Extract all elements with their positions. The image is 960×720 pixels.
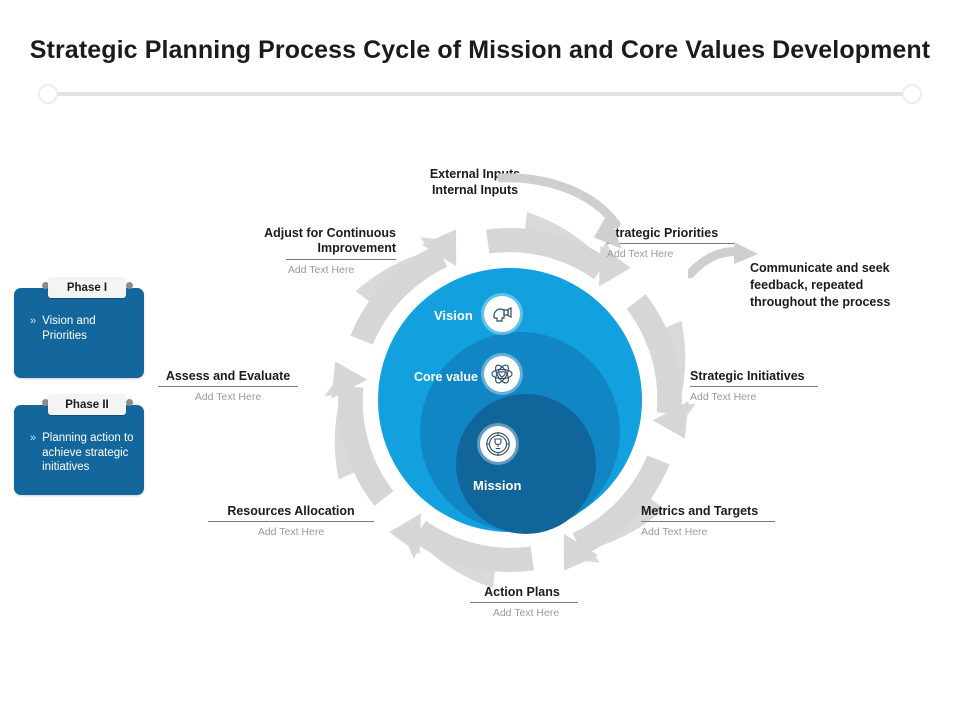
callout-rule [607, 243, 735, 244]
callout-title: Strategic Initiatives [690, 369, 805, 383]
callout-title: Adjust for Continuous Improvement [264, 226, 396, 255]
annotation-inputs-line-2: Internal Inputs [431, 183, 519, 197]
phase-card-2[interactable]: Phase II » Planning action to achieve st… [14, 394, 144, 495]
trophy-target-icon [480, 426, 516, 462]
phase-1-body: » Vision and Priorities [30, 314, 134, 343]
callout-subtext: Add Text Here [607, 248, 674, 260]
divider-dot-left [38, 84, 58, 104]
phase-2-text: Planning action to achieve strategic ini… [42, 432, 134, 473]
callout-resources-allocation[interactable]: Resources Allocation Add Text Here [208, 504, 374, 538]
callout-action-plans[interactable]: Action Plans Add Text Here [466, 585, 578, 619]
bullet-icon: » [30, 432, 37, 444]
inputs-curved-arrow-icon [498, 173, 622, 249]
callout-rule [690, 386, 818, 387]
pin-icon [126, 399, 133, 406]
callout-subtext: Add Text Here [641, 526, 708, 538]
callout-title: Resources Allocation [227, 504, 355, 518]
page-title: Strategic Planning Process Cycle of Miss… [29, 36, 931, 64]
callout-subtext: Add Text Here [257, 526, 325, 538]
callout-rule [641, 521, 775, 522]
mission-circle [456, 394, 596, 534]
callout-title: Assess and Evaluate [165, 369, 291, 383]
callout-assess-and-evaluate[interactable]: Assess and Evaluate Add Text Here [158, 369, 298, 403]
callout-title: Strategic Priorities [607, 226, 719, 240]
callout-subtext: Add Text Here [690, 391, 757, 403]
callout-subtext: Add Text Here [287, 264, 355, 276]
divider-dot-right [902, 84, 922, 104]
callout-rule [470, 602, 578, 603]
vision-label: Vision [434, 308, 473, 323]
phase-1-tab-label: Phase I [48, 277, 126, 298]
callout-rule [208, 521, 374, 522]
phase-1-text: Vision and Priorities [42, 315, 96, 342]
phase-2-tab-label: Phase II [48, 394, 126, 415]
header-divider [46, 92, 914, 96]
callout-metrics-and-targets[interactable]: Metrics and Targets Add Text Here [641, 504, 775, 538]
cycle-diagram: Vision Core value Mission [318, 208, 702, 592]
pin-icon [126, 282, 133, 289]
callout-rule [286, 259, 396, 260]
callout-rule [158, 386, 298, 387]
head-megaphone-icon [484, 296, 520, 332]
callout-adjust-for-continuous-improvement[interactable]: Adjust for Continuous Improvement Add Te… [206, 226, 396, 276]
atom-heart-icon [484, 356, 520, 392]
callout-strategic-priorities[interactable]: Strategic Priorities Add Text Here [607, 226, 735, 260]
callout-title: Metrics and Targets [641, 504, 759, 518]
callout-title: Action Plans [484, 585, 560, 599]
annotation-communicate: Communicate and seek feedback, repeated … [750, 261, 891, 309]
callout-strategic-initiatives[interactable]: Strategic Initiatives Add Text Here [690, 369, 818, 403]
communicate-curved-arrow-icon [688, 242, 758, 279]
core-value-label: Core value [414, 370, 478, 384]
callout-subtext: Add Text Here [492, 607, 560, 619]
phase-2-body: » Planning action to achieve strategic i… [30, 431, 134, 475]
callout-subtext: Add Text Here [194, 391, 262, 403]
mission-label: Mission [473, 478, 522, 493]
phase-card-1[interactable]: Phase I » Vision and Priorities [14, 277, 144, 378]
pin-icon [42, 399, 49, 406]
bullet-icon: » [30, 315, 37, 327]
pin-icon [42, 282, 49, 289]
